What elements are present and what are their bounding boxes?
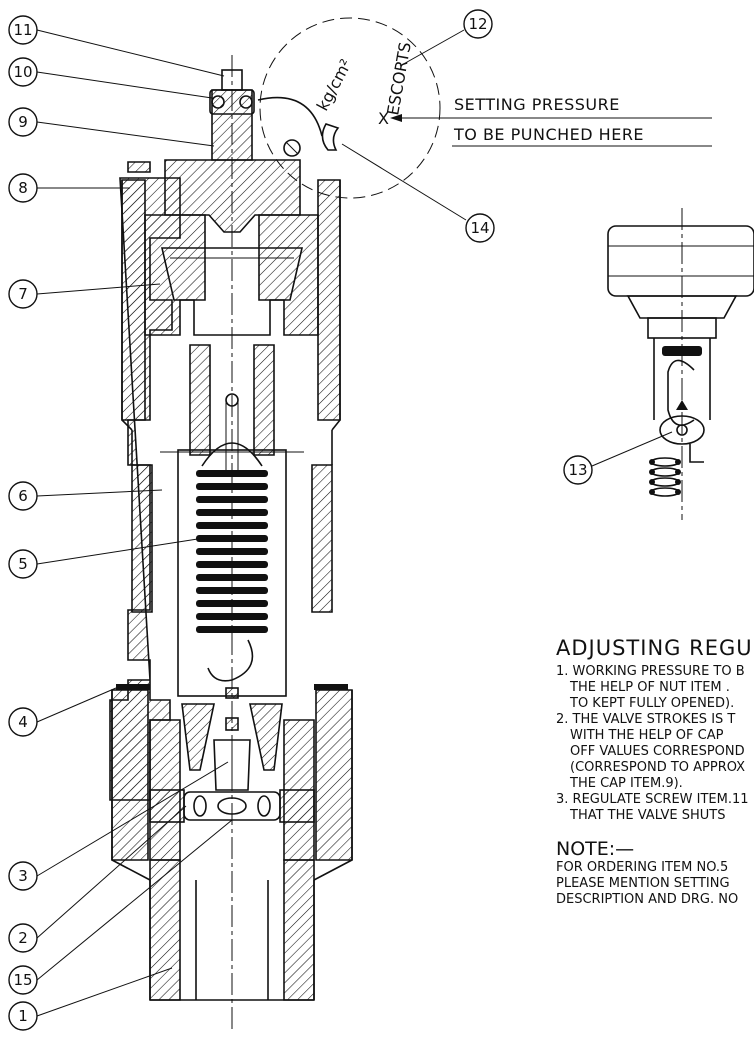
svg-text:13: 13 <box>568 461 587 479</box>
callout-15: 15 <box>8 965 38 995</box>
stamp-unit: kg/cm² <box>313 56 356 114</box>
setting-pressure-callout: SETTING PRESSURE TO BE PUNCHED HERE <box>390 95 712 147</box>
callout-3: 3 <box>8 861 38 891</box>
svg-text:12: 12 <box>468 15 487 33</box>
instruction-line: OFF VALUES CORRESPOND <box>570 744 745 759</box>
callout-5: 5 <box>8 549 38 579</box>
callout-11: 11 <box>8 15 38 45</box>
svg-text:1: 1 <box>18 1007 28 1025</box>
callout-14: 14 <box>465 213 495 243</box>
note-line: DESCRIPTION AND DRG. NO <box>556 892 739 907</box>
svg-text:3: 3 <box>18 867 28 885</box>
svg-text:14: 14 <box>470 219 489 237</box>
instructions-heading: ADJUSTING REGULAT <box>556 636 754 660</box>
callout-8: 8 <box>8 173 38 203</box>
leader-lines <box>36 29 673 1017</box>
svg-text:4: 4 <box>18 713 28 731</box>
instruction-line: 3. REGULATE SCREW ITEM.11 <box>556 792 749 807</box>
note-line: PLEASE MENTION SETTING <box>556 876 730 891</box>
instruction-line: TO KEPT FULLY OPENED). <box>570 696 735 711</box>
washer-left <box>116 684 150 690</box>
callout-12: 12 <box>463 9 493 39</box>
svg-text:8: 8 <box>18 179 28 197</box>
svg-text:5: 5 <box>18 555 28 573</box>
svg-text:10: 10 <box>13 63 32 81</box>
stamp-maker: ESCORTS <box>383 41 415 117</box>
callout-9: 9 <box>8 107 38 137</box>
instruction-line: (CORRESPOND TO APPROX <box>570 760 746 775</box>
callout-6: 6 <box>8 481 38 511</box>
lock-nut <box>149 789 315 823</box>
svg-text:11: 11 <box>13 21 32 39</box>
note-heading: NOTE:— <box>556 838 635 860</box>
callout-2: 2 <box>8 923 38 953</box>
callout-1: 1 <box>8 1001 38 1031</box>
inner-chamber <box>160 247 304 336</box>
instruction-line: THAT THE VALVE SHUTS <box>570 808 726 823</box>
callout-4: 4 <box>8 707 38 737</box>
spring <box>196 442 268 682</box>
svg-text:9: 9 <box>18 113 28 131</box>
setting-pressure-line1: SETTING PRESSURE <box>454 95 620 114</box>
valve-cage <box>181 703 283 791</box>
instruction-line: WITH THE HELP OF CAP <box>570 728 724 743</box>
instruction-line: THE CAP ITEM.9). <box>570 776 683 791</box>
top-nut <box>209 69 323 157</box>
svg-text:7: 7 <box>18 285 28 303</box>
callout-7: 7 <box>8 279 38 309</box>
svg-text:6: 6 <box>18 487 28 505</box>
instruction-line: 1. WORKING PRESSURE TO B <box>556 664 745 679</box>
instruction-line: 2. THE VALVE STROKES IS T <box>556 712 736 727</box>
svg-text:15: 15 <box>13 971 32 989</box>
svg-text:2: 2 <box>18 929 28 947</box>
note-line: FOR ORDERING ITEM NO.5 <box>556 860 729 875</box>
stamp-mark: X <box>378 109 389 128</box>
setting-pressure-line2: TO BE PUNCHED HERE <box>453 125 644 144</box>
detail-view <box>607 208 754 520</box>
instruction-line: THE HELP OF NUT ITEM . <box>570 680 730 695</box>
seal-stamp-circle <box>259 17 441 199</box>
stem <box>225 393 239 731</box>
washer-right <box>314 684 348 690</box>
lead-seal <box>321 123 340 151</box>
valve-body <box>109 89 353 1001</box>
callout-13: 13 <box>563 455 593 485</box>
adjusting-instructions: ADJUSTING REGULAT 1. WORKING PRESSURE TO… <box>556 636 754 1038</box>
callout-10: 10 <box>8 57 38 87</box>
